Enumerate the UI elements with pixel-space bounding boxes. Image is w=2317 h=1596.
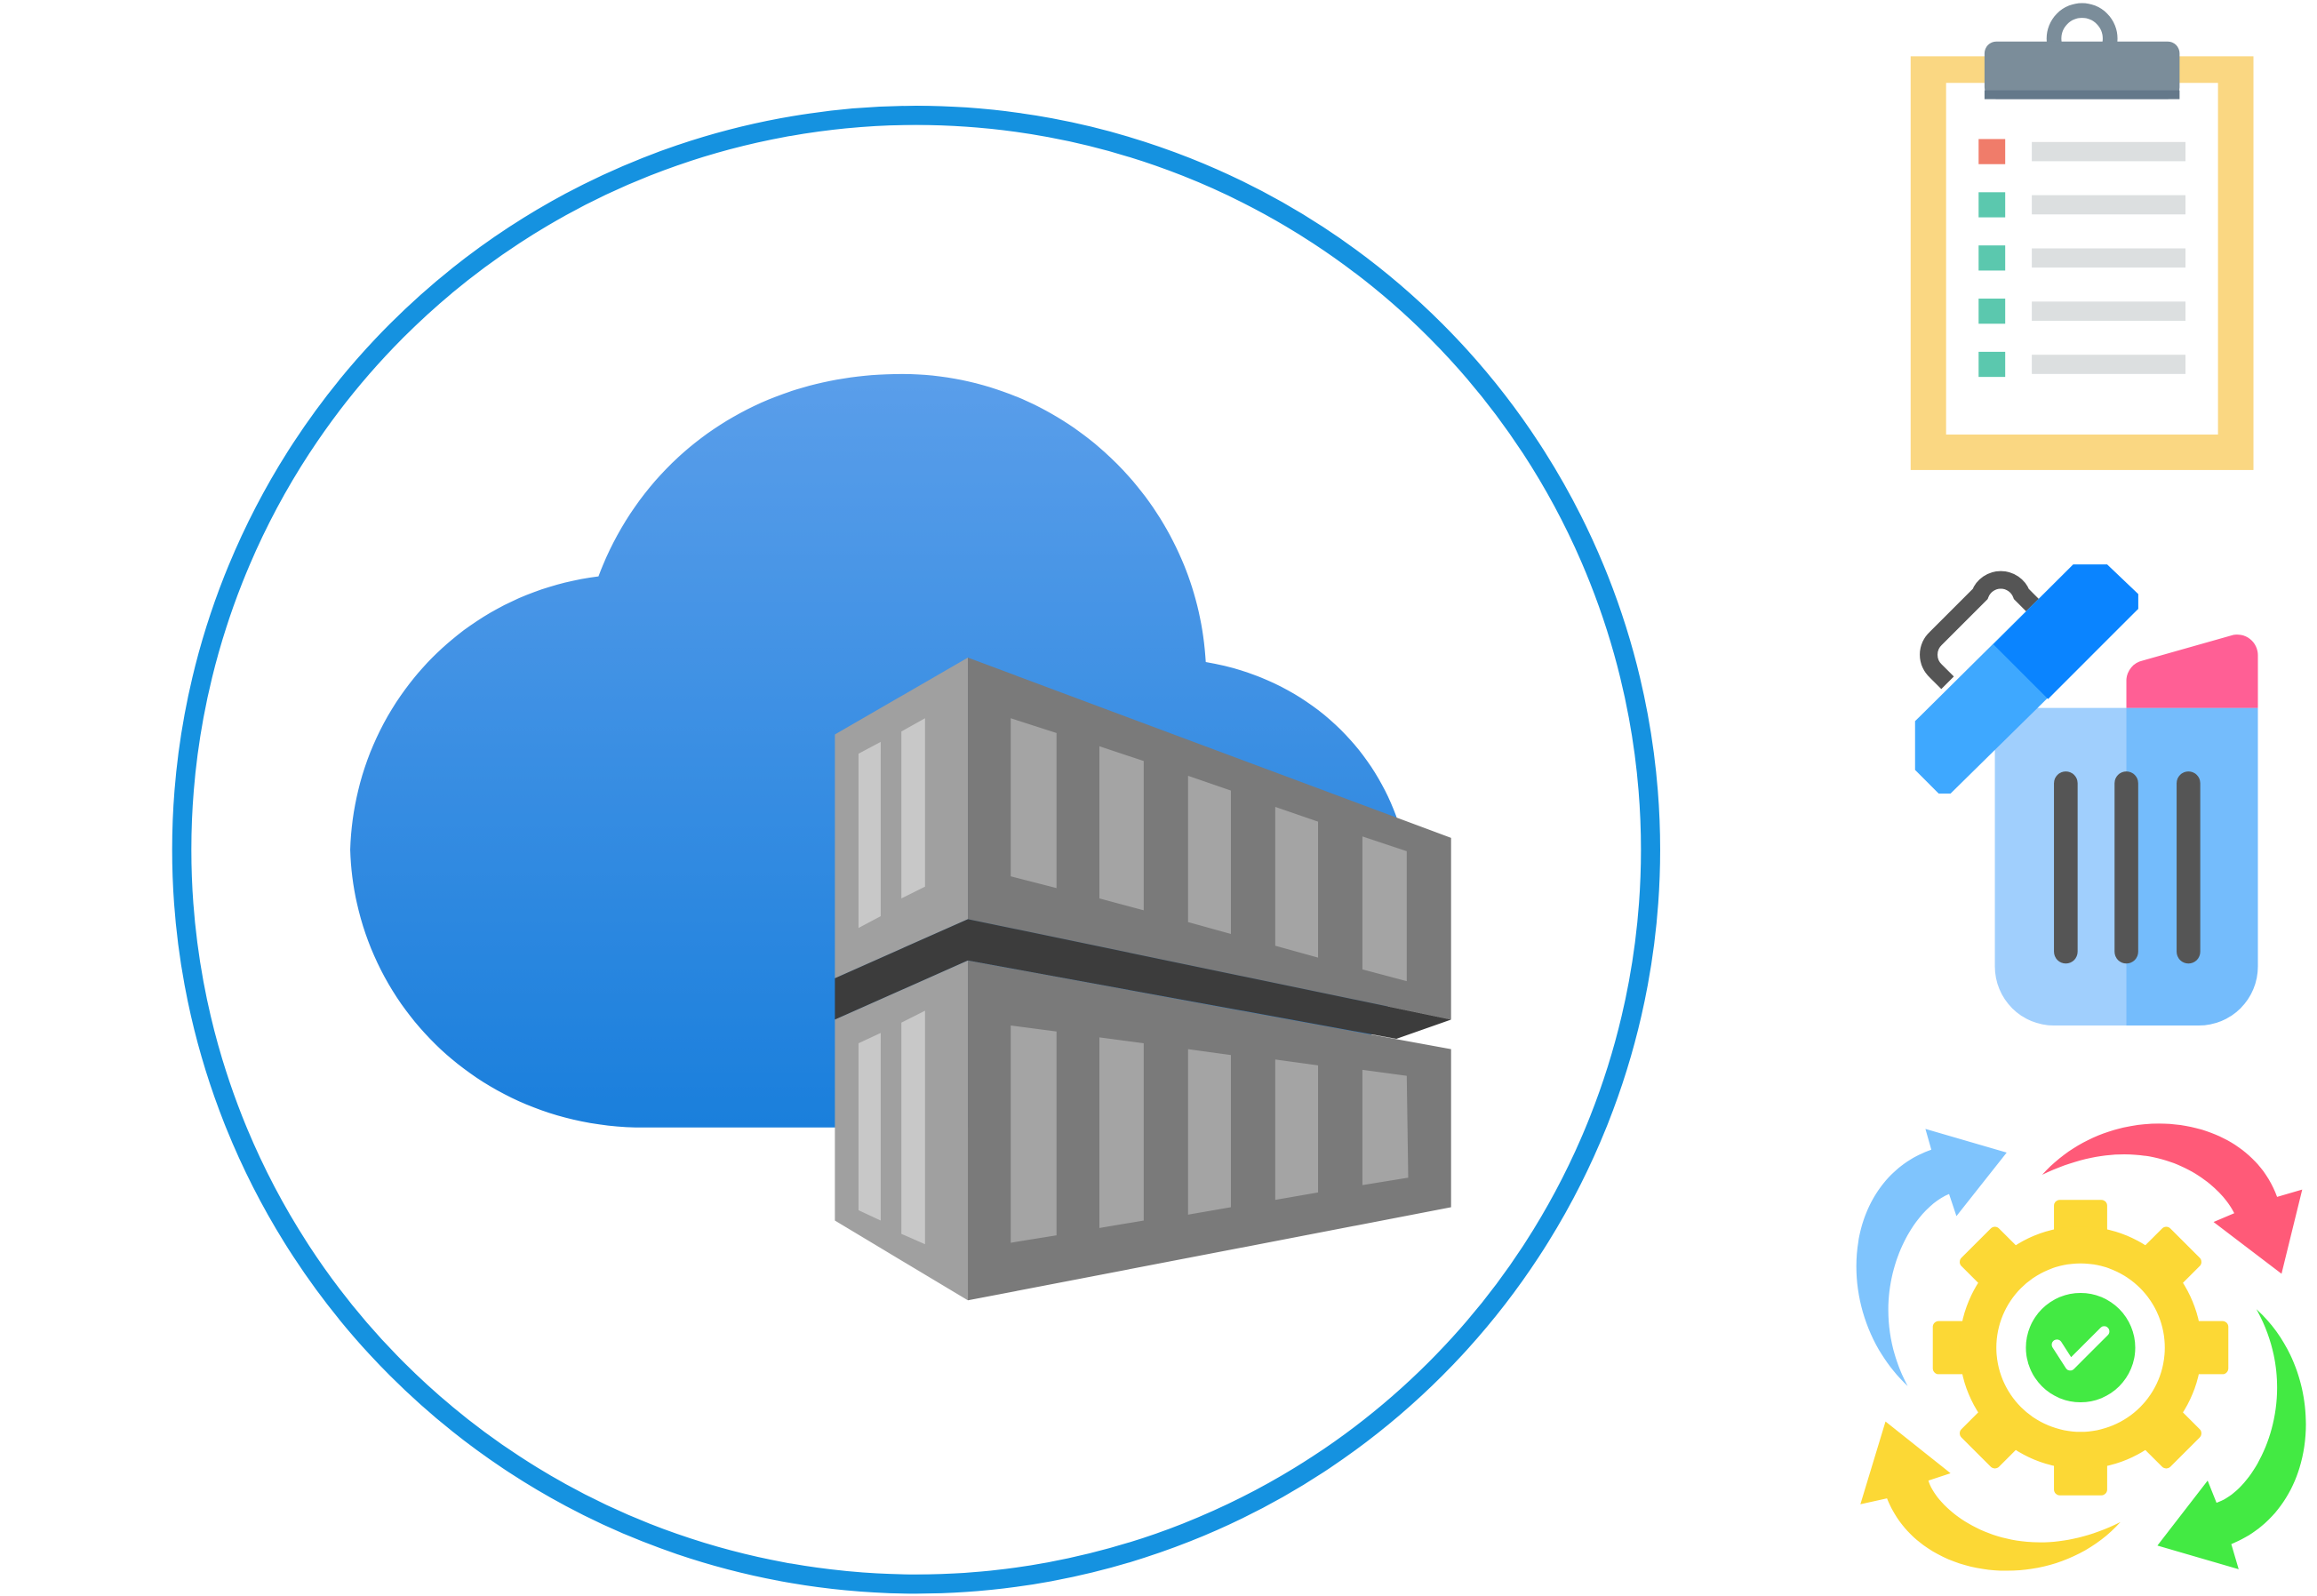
- gear-cycle-check-icon: [1856, 1123, 2306, 1571]
- container-stack-icon: [835, 658, 1451, 1301]
- clipboard-checklist-icon: [1910, 3, 2254, 470]
- cleanup-trash-brush-icon: [1914, 564, 2258, 1026]
